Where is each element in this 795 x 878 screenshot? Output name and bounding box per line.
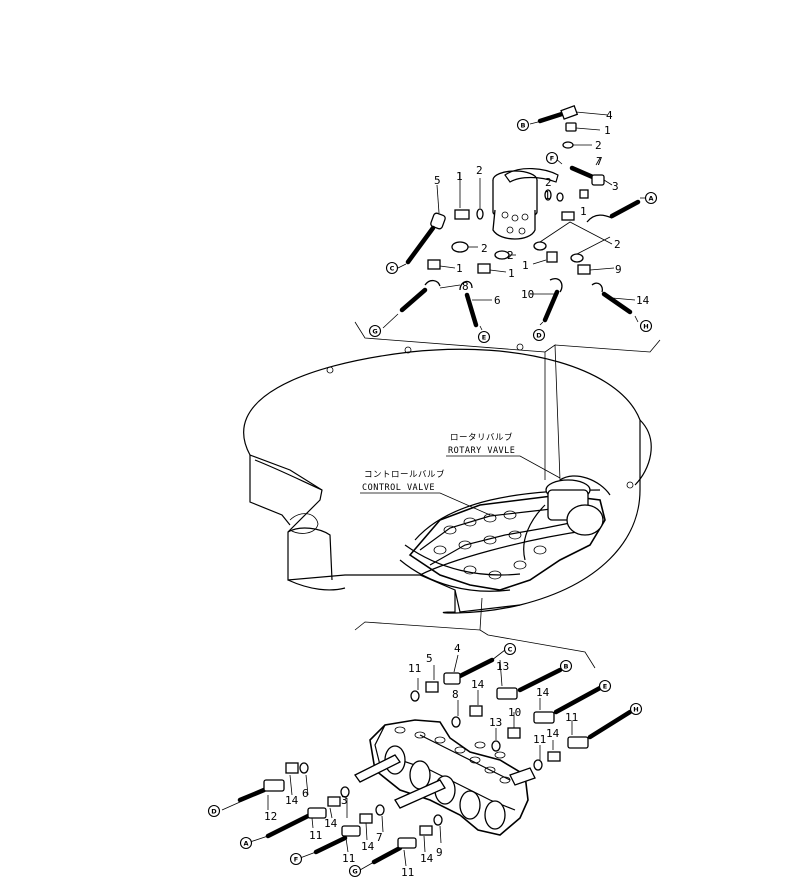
callout-4-bottom: 13 (496, 660, 509, 673)
svg-text:D: D (211, 807, 217, 815)
rotary-valve-label-jp: ロータリバルブ (450, 432, 513, 443)
callout-6-bottom: 12 (264, 810, 277, 823)
svg-text:B: B (521, 121, 526, 129)
callout-numbers: 4 1 2 7 3 2 1 5 1 2 2 2 2 1 1 1 1 9 8 6 … (264, 109, 650, 878)
rotary-valve-label: ロータリバルブ ROTARY VAVLE (446, 432, 561, 479)
connector-c-bottom: C (503, 642, 517, 656)
callout-1-row4: 9 (615, 263, 622, 276)
svg-text:H: H (633, 705, 638, 713)
callout-9-bottom: 11 (401, 866, 414, 878)
callout-12: 14 (324, 817, 338, 830)
connector-f-bottom: F (289, 852, 303, 866)
callout-7-top: 7 (596, 155, 603, 168)
callout-11-d: 14 (361, 840, 375, 853)
callout-3-top: 3 (612, 180, 619, 193)
callout-14-a: 11 (408, 662, 421, 675)
connector-g-top: G (368, 324, 382, 338)
callout-14-h: 9 (436, 846, 443, 859)
callout-2-mid: 2 (545, 176, 552, 189)
connector-c-top: C (385, 261, 399, 275)
control-valve-label: コントロールバルブ CONTROL VALVE (360, 469, 491, 516)
callout-14-c: 13 (489, 716, 502, 729)
connector-g-bottom: G (348, 864, 362, 878)
callout-5-top: 5 (434, 174, 441, 187)
connector-b-bottom: B (559, 659, 573, 673)
connector-d-bottom: D (207, 804, 221, 818)
connector-f-top: F (545, 151, 559, 165)
connector-d-top: D (532, 328, 546, 342)
connector-e-top: E (477, 330, 491, 344)
connector-h-bottom: H (629, 702, 643, 716)
callout-4-top: 4 (606, 109, 613, 122)
callout-7-bottom: 11 (342, 852, 355, 865)
svg-text:D: D (536, 331, 542, 339)
callout-11-b: 14 (546, 727, 560, 740)
svg-text:A: A (243, 839, 248, 847)
svg-text:C: C (508, 645, 513, 653)
callout-2-low2: 2 (507, 249, 514, 262)
svg-text:E: E (482, 333, 486, 341)
callout-10-bottom: 11 (565, 711, 578, 724)
callout-1-top: 1 (604, 124, 611, 137)
callout-8: 6 (494, 294, 501, 307)
callout-14-d: 11 (533, 733, 546, 746)
callout-2-side: 1 (544, 189, 551, 202)
callout-1-row3: 1 (522, 259, 529, 272)
rotary-valve-exploded (382, 105, 645, 331)
svg-text:C: C (390, 264, 395, 272)
connector-markers: B F A C G E D H C B E H D A F G (207, 118, 658, 878)
callout-3-bottom: 11 (309, 829, 322, 842)
svg-text:E: E (603, 682, 607, 690)
callout-9: 8 (462, 280, 469, 293)
connector-a-bottom: A (239, 836, 253, 850)
callout-11-e: 14 (420, 852, 434, 865)
callout-14-f: 3 (341, 794, 348, 807)
callout-2-left: 2 (476, 164, 483, 177)
callout-14-e: 6 (302, 787, 309, 800)
revolving-frame (243, 343, 652, 614)
svg-text:G: G (352, 867, 357, 875)
connector-h-top: H (639, 319, 653, 333)
rotary-valve-label-en: ROTARY VAVLE (448, 446, 515, 456)
callout-13-b: 10 (508, 706, 521, 719)
detail-bracket-bottom (354, 597, 596, 669)
callout-13-a: 14 (471, 678, 485, 691)
callout-2-low1: 2 (481, 242, 488, 255)
svg-text:A: A (648, 194, 653, 202)
callout-11-a: 5 (426, 652, 433, 665)
connector-e-bottom: E (598, 679, 612, 693)
detail-bracket-top (354, 321, 661, 481)
control-valve-label-en: CONTROL VALVE (362, 483, 435, 493)
callout-10: 14 (636, 294, 650, 307)
control-valve-exploded (221, 649, 637, 871)
svg-text:F: F (550, 154, 554, 162)
control-valve-label-jp: コントロールバルブ (364, 469, 445, 480)
svg-text:G: G (372, 327, 377, 335)
callout-2-top: 2 (595, 139, 602, 152)
callout-1-row1: 1 (456, 262, 463, 275)
callout-1-left: 1 (456, 170, 463, 183)
svg-text:H: H (643, 322, 648, 330)
callout-8-bottom: 14 (536, 686, 550, 699)
svg-text:B: B (564, 662, 569, 670)
callout-5-bottom: 4 (454, 642, 461, 655)
callout-2-low3: 2 (614, 238, 621, 251)
callout-14-g: 7 (376, 831, 383, 844)
connector-b-top: B (516, 118, 530, 132)
connector-a-top: A (644, 191, 658, 205)
installed-valve-assembly (399, 475, 611, 592)
callout-1-row2: 1 (508, 267, 515, 280)
callout-11-c: 14 (285, 794, 299, 807)
svg-text:F: F (294, 855, 298, 863)
callout-1-mid: 1 (580, 205, 587, 218)
callout-14-b: 8 (452, 688, 459, 701)
callout-6: 10 (521, 288, 534, 301)
